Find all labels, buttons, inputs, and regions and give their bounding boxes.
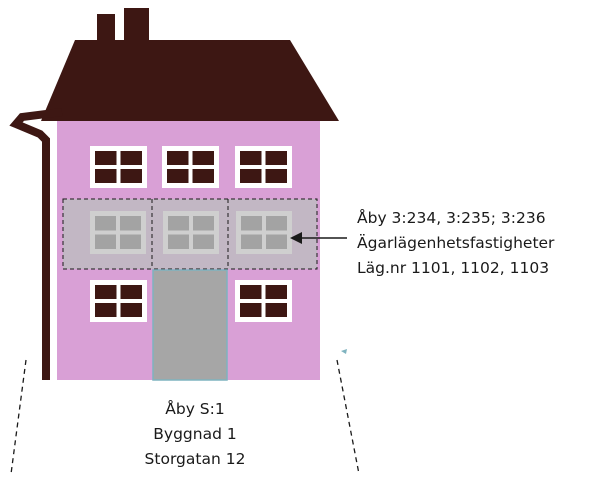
window (90, 280, 147, 322)
window-pane (240, 285, 262, 299)
window-pane (95, 169, 117, 183)
window-pane (265, 285, 287, 299)
window (162, 146, 219, 188)
street-address: Storgatan 12 (144, 450, 246, 468)
callout-apartment-numbers: Läg.nr 1101, 1102, 1103 (357, 259, 550, 277)
window-pane (120, 234, 141, 249)
callout-type: Ägarlägenhetsfastigheter (357, 234, 555, 252)
window-pane (95, 234, 116, 249)
callout-designations: Åby 3:234, 3:235; 3:236 (357, 209, 546, 227)
roof (41, 40, 339, 121)
window-pane (240, 169, 262, 183)
chimney-right (124, 8, 149, 46)
window-pane (265, 169, 287, 183)
property-boundary-right (336, 359, 360, 475)
window-pane (193, 216, 214, 231)
window-pane (241, 216, 262, 231)
drainpipe (9, 108, 63, 380)
window-pane (193, 234, 214, 249)
window-pane (265, 151, 287, 165)
property-label: Åby S:1 Byggnad 1 Storgatan 12 (120, 397, 270, 472)
window-pane (95, 303, 117, 317)
callout-arrow-head (290, 232, 302, 244)
window-pane (95, 151, 117, 165)
window-pane (192, 151, 214, 165)
ground-floor-windows (90, 280, 292, 322)
window-pane (266, 216, 287, 231)
property-boundary-left (10, 359, 27, 475)
window (90, 146, 147, 188)
window-pane (120, 303, 142, 317)
top-floor-windows (90, 146, 292, 188)
property-designation: Åby S:1 (165, 400, 225, 418)
window-apartment (236, 211, 292, 254)
apartment-callout: Åby 3:234, 3:235; 3:236 Ägarlägenhetsfas… (357, 206, 607, 281)
window-pane (95, 216, 116, 231)
chimney-left (97, 14, 115, 46)
window-pane (240, 303, 262, 317)
building-number: Byggnad 1 (153, 425, 237, 443)
middle-floor-windows (90, 211, 292, 254)
window-pane (240, 151, 262, 165)
window-pane (266, 234, 287, 249)
window-pane (241, 234, 262, 249)
window-pane (265, 303, 287, 317)
window-pane (167, 151, 189, 165)
door-step-mark (341, 349, 347, 354)
window-apartment (163, 211, 219, 254)
window (235, 146, 292, 188)
window-pane (168, 216, 189, 231)
window-pane (167, 169, 189, 183)
window-pane (120, 169, 142, 183)
window-pane (120, 285, 142, 299)
window-pane (192, 169, 214, 183)
window-pane (95, 285, 117, 299)
window (235, 280, 292, 322)
window-apartment (90, 211, 146, 254)
window-pane (168, 234, 189, 249)
door (152, 269, 228, 381)
window-pane (120, 151, 142, 165)
window-pane (120, 216, 141, 231)
